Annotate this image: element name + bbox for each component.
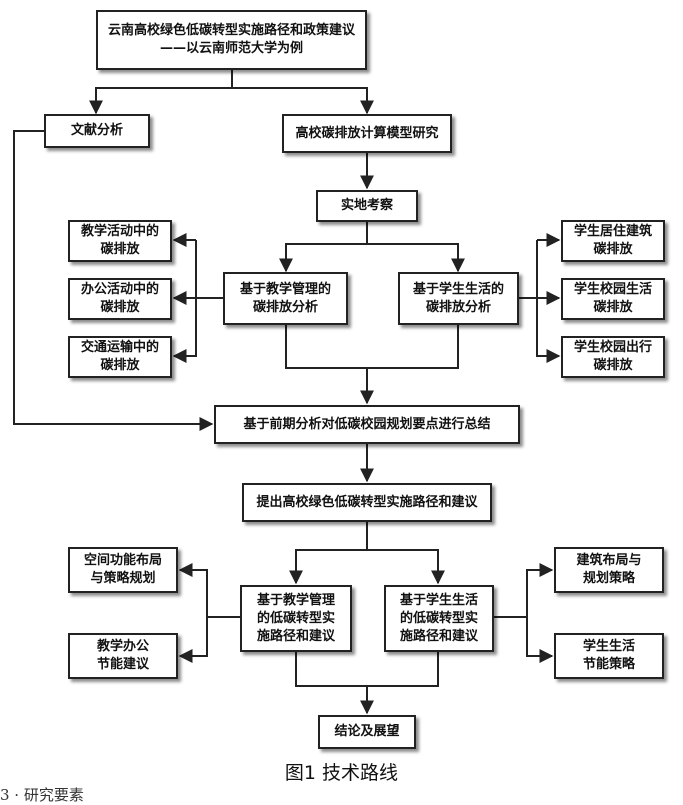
arrow-title-to-model (232, 87, 374, 115)
arrow-title-to-lit (89, 70, 233, 115)
arrow-lit-to-summary (13, 130, 214, 431)
node-title: 云南高校绿色低碳转型实施路径和政策建议 ——以云南师范大学为例 (96, 10, 367, 70)
node-teaching-management-path: 基于教学管理 的低碳转型实 施路径和建议 (240, 585, 352, 652)
line-mgmt-branch (195, 240, 223, 299)
node-campus-life-emission: 学生校园生活 碳排放 (561, 278, 665, 320)
arrow-to-space (178, 563, 240, 618)
node-student-life-energy: 学生生活 节能策略 (554, 633, 664, 679)
node-student-life-analysis: 基于学生生活的 碳排放分析 (398, 272, 519, 325)
node-office-energy-saving: 教学办公 节能建议 (68, 633, 178, 679)
arrow-propose-to-life-path (367, 549, 445, 585)
arrow-to-transport (172, 298, 197, 363)
node-teaching-management-analysis: 基于教学管理的 碳排放分析 (223, 272, 348, 325)
node-literature-analysis: 文献分析 (44, 114, 150, 148)
line-merge-analyses (285, 325, 459, 369)
node-campus-travel-emission: 学生校园出行 碳排放 (561, 336, 665, 378)
arrow-field-to-mgmt (279, 222, 368, 273)
node-spatial-layout-planning: 空间功能布局 与策略规划 (68, 547, 178, 593)
node-field-survey: 实地考察 (316, 190, 418, 222)
node-teaching-activity-emission: 教学活动中的 碳排放 (68, 220, 172, 262)
arrow-field-to-life (367, 243, 465, 273)
arrow-to-campus-travel (536, 298, 561, 363)
node-student-life-path: 基于学生生活 的低碳转型实 施路径和建议 (384, 585, 494, 652)
clipped-section-heading: 3 · 研究要素 (0, 786, 84, 804)
figure-caption: 图1 技术路线 (284, 762, 399, 784)
node-conclusion: 结论及展望 (318, 715, 416, 749)
arrow-to-office-energy (178, 617, 208, 663)
line-merge-paths (295, 652, 439, 687)
node-building-layout-strategy: 建筑布局与 规划策略 (554, 547, 664, 593)
arrow-to-build-layout (494, 563, 554, 618)
node-summary: 基于前期分析对低碳校园规划要点进行总结 (214, 405, 520, 444)
arrow-propose-to-mgmt-path (289, 522, 368, 585)
node-office-activity-emission: 办公活动中的 碳排放 (68, 278, 172, 320)
arrow-to-life-energy (526, 617, 554, 663)
node-student-residence-emission: 学生居住建筑 碳排放 (561, 220, 665, 262)
node-propose-paths: 提出高校绿色低碳转型实施路径和建议 (242, 483, 492, 522)
line-life-branch (519, 240, 538, 299)
node-carbon-model-study: 高校碳排放计算模型研究 (282, 114, 452, 153)
node-transport-emission: 交通运输中的 碳排放 (68, 336, 172, 378)
